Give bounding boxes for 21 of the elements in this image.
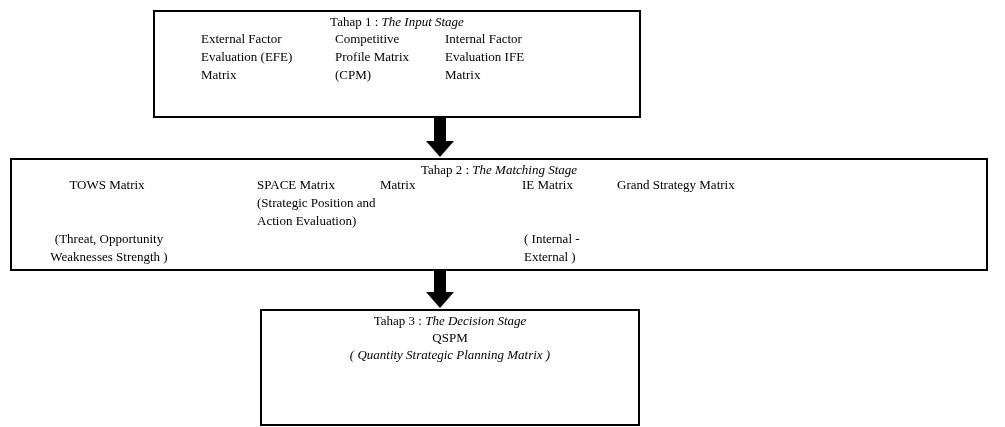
stage-heading: Tahap 3 : The Decision Stage xyxy=(372,312,528,330)
method-text: Matrix xyxy=(380,176,417,194)
stage-heading: Tahap 2 : The Matching Stage xyxy=(419,161,579,179)
stage-heading: Tahap 1 : The Input Stage xyxy=(329,13,465,31)
arrow xyxy=(426,271,454,308)
arrow xyxy=(426,118,454,157)
method-text: External Factor Evaluation (EFE) Matrix xyxy=(201,30,294,84)
method-text: (Threat, Opportunity Weaknesses Strength ) xyxy=(49,230,169,266)
method-text: Grand Strategy Matrix xyxy=(617,176,736,194)
method-text: IE Matrix xyxy=(522,177,574,194)
method-text: ( Internal - External ) xyxy=(524,230,581,266)
method-text: ( Quantity Strategic Planning Matrix ) xyxy=(348,346,552,364)
method-text: SPACE Matrix xyxy=(257,176,336,194)
stage-box xyxy=(10,158,988,271)
method-text: Competitive Profile Matrix (CPM) xyxy=(335,30,410,84)
method-text: QSPM xyxy=(431,329,469,347)
stage-box xyxy=(153,10,641,118)
stage-box xyxy=(260,309,640,426)
method-text: TOWS Matrix xyxy=(68,176,146,194)
method-text: Internal Factor Evaluation IFE Matrix xyxy=(445,30,526,84)
method-text: (Strategic Position and Action Evaluation) xyxy=(257,194,377,230)
